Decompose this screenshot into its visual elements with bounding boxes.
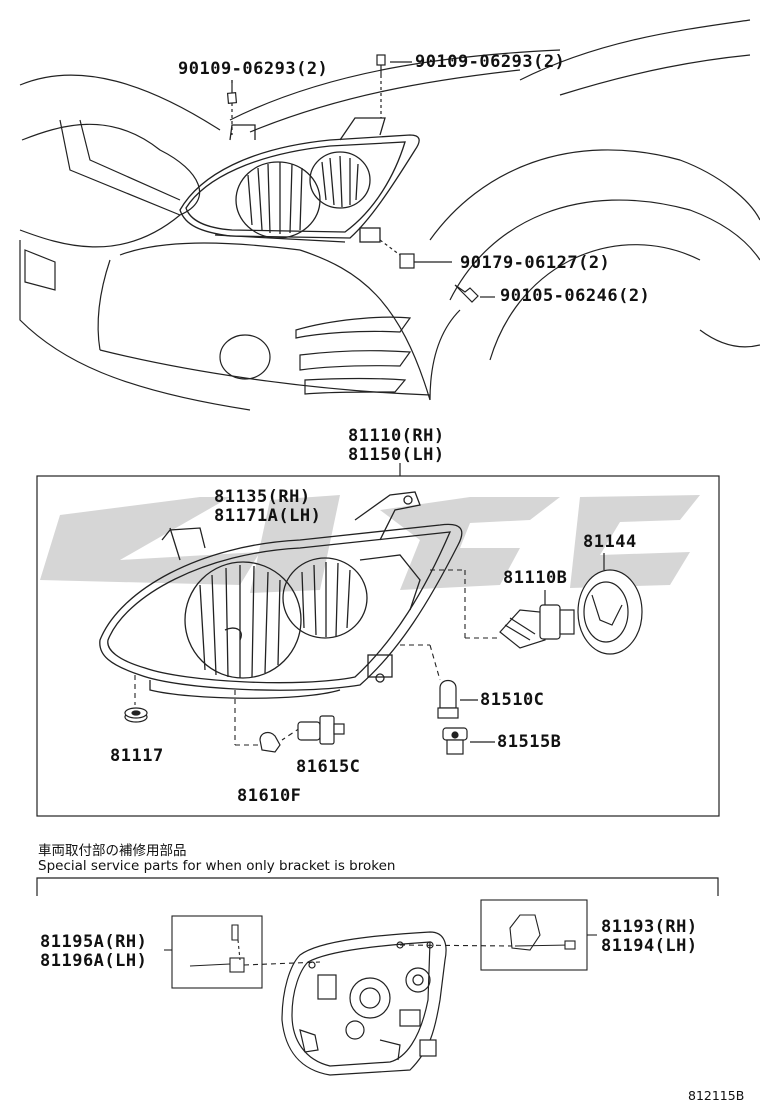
label-bracket-rh-a[interactable]: 81195A(RH) xyxy=(40,932,148,952)
label-socket-515[interactable]: 81515B xyxy=(497,732,562,752)
bulb-81610f xyxy=(259,731,281,753)
headlamp-assembly xyxy=(99,491,463,699)
cover-81144 xyxy=(577,553,643,655)
bulb-81510c xyxy=(437,679,478,719)
label-bulb-510[interactable]: 81510C xyxy=(480,690,545,710)
headlamp-rear-view xyxy=(281,931,447,1076)
watermark-logo xyxy=(40,495,700,593)
label-screw[interactable]: 90105-06246(2) xyxy=(500,286,651,306)
label-grommet[interactable]: 81117 xyxy=(110,746,164,766)
assembly-leaders xyxy=(134,569,500,746)
figure-id: 812115B xyxy=(688,1088,745,1103)
bulb-81110b xyxy=(499,590,575,649)
label-unit-lh[interactable]: 81150(LH) xyxy=(348,445,445,465)
label-clip[interactable]: 90179-06127(2) xyxy=(460,253,611,273)
bracket-box-left xyxy=(164,915,321,989)
label-bulb-610[interactable]: 81610F xyxy=(237,786,302,806)
label-bolt-left[interactable]: 90109-06293(2) xyxy=(178,59,329,79)
note-english: Special service parts for when only brac… xyxy=(38,858,396,874)
socket-81515b xyxy=(442,727,495,755)
label-bracket-lh-b[interactable]: 81194(LH) xyxy=(601,936,698,956)
label-bracket-lh-a[interactable]: 81196A(LH) xyxy=(40,951,148,971)
car-front-view xyxy=(19,19,760,411)
headlamp-installed xyxy=(179,117,420,243)
note-japanese: 車両取付部の補修用部品 xyxy=(38,843,187,859)
label-cover[interactable]: 81144 xyxy=(583,532,637,552)
socket-81615c xyxy=(297,715,345,745)
label-lens-rh[interactable]: 81135(RH) xyxy=(214,487,311,507)
assembly-frame xyxy=(36,475,720,817)
label-bracket-rh-b[interactable]: 81193(RH) xyxy=(601,917,698,937)
grommet-81117 xyxy=(124,707,148,723)
label-socket-615[interactable]: 81615C xyxy=(296,757,361,777)
bracket-box-right xyxy=(399,899,597,971)
label-lens-lh[interactable]: 81171A(LH) xyxy=(214,506,322,526)
label-unit-rh[interactable]: 81110(RH) xyxy=(348,426,445,446)
label-bolt-right[interactable]: 90109-06293(2) xyxy=(415,52,566,72)
fasteners-top xyxy=(226,54,495,303)
label-bulb-main[interactable]: 81110B xyxy=(503,568,568,588)
bracket-frame xyxy=(36,877,719,896)
